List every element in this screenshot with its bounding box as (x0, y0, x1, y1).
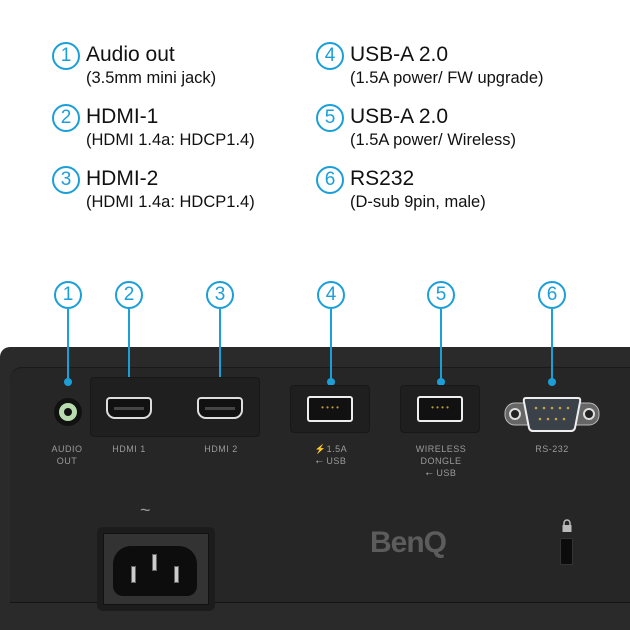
callout-number: 2 (115, 281, 143, 309)
legend-title: RS232 (350, 167, 415, 190)
kensington-lock-slot (560, 538, 573, 565)
legend-title: USB-A 2.0 (350, 105, 449, 128)
callout-number: 1 (54, 281, 82, 309)
hdmi-1-port (106, 397, 152, 419)
usb-a-port-2 (417, 396, 463, 422)
lock-icon (562, 519, 572, 532)
legend-title: USB-A 2.0 (350, 43, 449, 66)
rs232-label: RS-232 (535, 444, 569, 454)
audio-out-jack (54, 398, 82, 426)
callout-number: 3 (52, 166, 80, 194)
ac-symbol: ~ (140, 500, 151, 520)
benq-logo: BenQ (370, 526, 447, 559)
callout-number: 5 (316, 104, 344, 132)
legend-subtitle: (3.5mm mini jack) (86, 69, 217, 87)
usb-1-label: ⚡1.5A⭠ USB (314, 444, 348, 466)
legend-subtitle: (D-sub 9pin, male) (350, 193, 486, 211)
legend-subtitle: (HDMI 1.4a: HDCP1.4) (86, 131, 255, 149)
callout-number: 3 (206, 281, 234, 309)
callout-number: 1 (52, 42, 80, 70)
legend-subtitle: (HDMI 1.4a: HDCP1.4) (86, 193, 255, 211)
hdmi-2-label: HDMI 2 (204, 444, 238, 454)
callout-number: 2 (52, 104, 80, 132)
callout-number: 4 (317, 281, 345, 309)
callout-number: 4 (316, 42, 344, 70)
legend-title: HDMI-2 (86, 167, 159, 190)
legend-subtitle: (1.5A power/ Wireless) (350, 131, 516, 149)
callout-number: 5 (427, 281, 455, 309)
usb-a-port-1 (307, 396, 353, 422)
hdmi-1-label: HDMI 1 (112, 444, 146, 454)
usb-1-bay (290, 385, 370, 433)
ac-power-inlet (97, 527, 215, 611)
rs232-port (504, 397, 600, 432)
callout-number: 6 (538, 281, 566, 309)
legend-title: HDMI-1 (86, 105, 159, 128)
hdmi-2-port (197, 397, 243, 419)
callout-number: 6 (316, 166, 344, 194)
legend-subtitle: (1.5A power/ FW upgrade) (350, 69, 544, 87)
legend-title: Audio out (86, 43, 175, 66)
